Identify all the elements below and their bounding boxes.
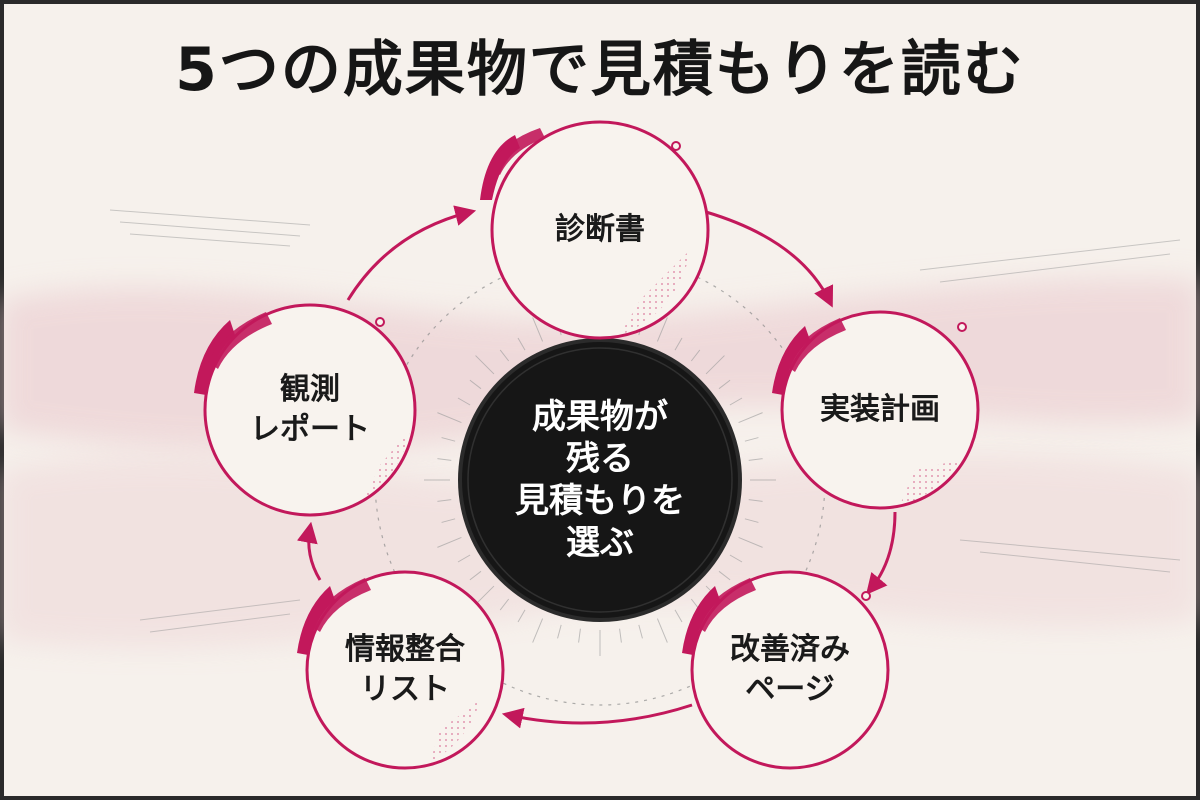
radial-tick <box>718 570 731 581</box>
center-node <box>458 338 742 622</box>
radial-tick <box>738 536 763 548</box>
radial-tick <box>517 609 526 623</box>
radial-tick <box>457 554 471 563</box>
radial-tick <box>638 624 643 639</box>
radial-tick <box>437 536 462 548</box>
node-observation-report-label: 観測 レポート <box>250 372 370 447</box>
radial-tick <box>748 499 763 502</box>
node-plan <box>772 310 980 510</box>
radial-tick <box>532 618 544 643</box>
arrow-report-to-diagnosis <box>346 205 477 301</box>
radial-tick <box>729 397 743 406</box>
radial-tick <box>441 518 456 523</box>
arrow-list-to-report <box>297 521 322 581</box>
radial-tick <box>718 379 731 390</box>
center-radial-ticks <box>424 304 776 656</box>
radial-tick <box>499 349 510 362</box>
radial-tick <box>517 337 526 351</box>
node-diagnosis-label: 診断書 <box>555 212 645 247</box>
node-plan-label: 実装計画 <box>820 392 940 427</box>
radial-tick <box>729 554 743 563</box>
radial-tick <box>656 317 668 342</box>
radial-tick <box>437 458 452 461</box>
arrow-plan-to-page <box>865 511 897 595</box>
center-label: 成果物が 残る 見積もりを 選ぶ <box>515 397 685 563</box>
radial-tick <box>557 624 562 639</box>
radial-tick <box>499 598 510 611</box>
radial-tick <box>619 628 622 643</box>
radial-tick <box>744 437 759 442</box>
radial-tick <box>437 412 462 424</box>
radial-tick <box>469 570 482 581</box>
radial-tick <box>441 437 456 442</box>
radial-tick <box>475 355 495 375</box>
radial-tick <box>674 609 683 623</box>
radial-tick <box>437 499 452 502</box>
node-improved-page <box>682 570 890 770</box>
radial-tick <box>674 337 683 351</box>
radial-tick <box>705 355 725 375</box>
radial-tick <box>744 518 759 523</box>
radial-tick <box>578 628 581 643</box>
node-observation-report <box>194 303 417 517</box>
arrow-diagnosis-to-plan <box>705 210 834 308</box>
arrow-page-to-list <box>501 703 693 729</box>
radial-tick <box>457 397 471 406</box>
cycle-arrows <box>297 205 897 729</box>
node-improved-page-label: 改善済み ページ <box>730 632 850 707</box>
node-diagnosis <box>480 120 710 340</box>
radial-tick <box>469 379 482 390</box>
radial-tick <box>738 412 763 424</box>
radial-tick <box>656 618 668 643</box>
page-title: 5つの成果物で見積もりを読む <box>175 35 1025 105</box>
node-info-list <box>297 570 505 770</box>
radial-tick <box>475 585 495 605</box>
node-info-list-label: 情報整合 リスト <box>345 632 465 707</box>
radial-tick <box>748 458 763 461</box>
radial-tick <box>690 349 701 362</box>
radial-tick <box>532 317 544 342</box>
